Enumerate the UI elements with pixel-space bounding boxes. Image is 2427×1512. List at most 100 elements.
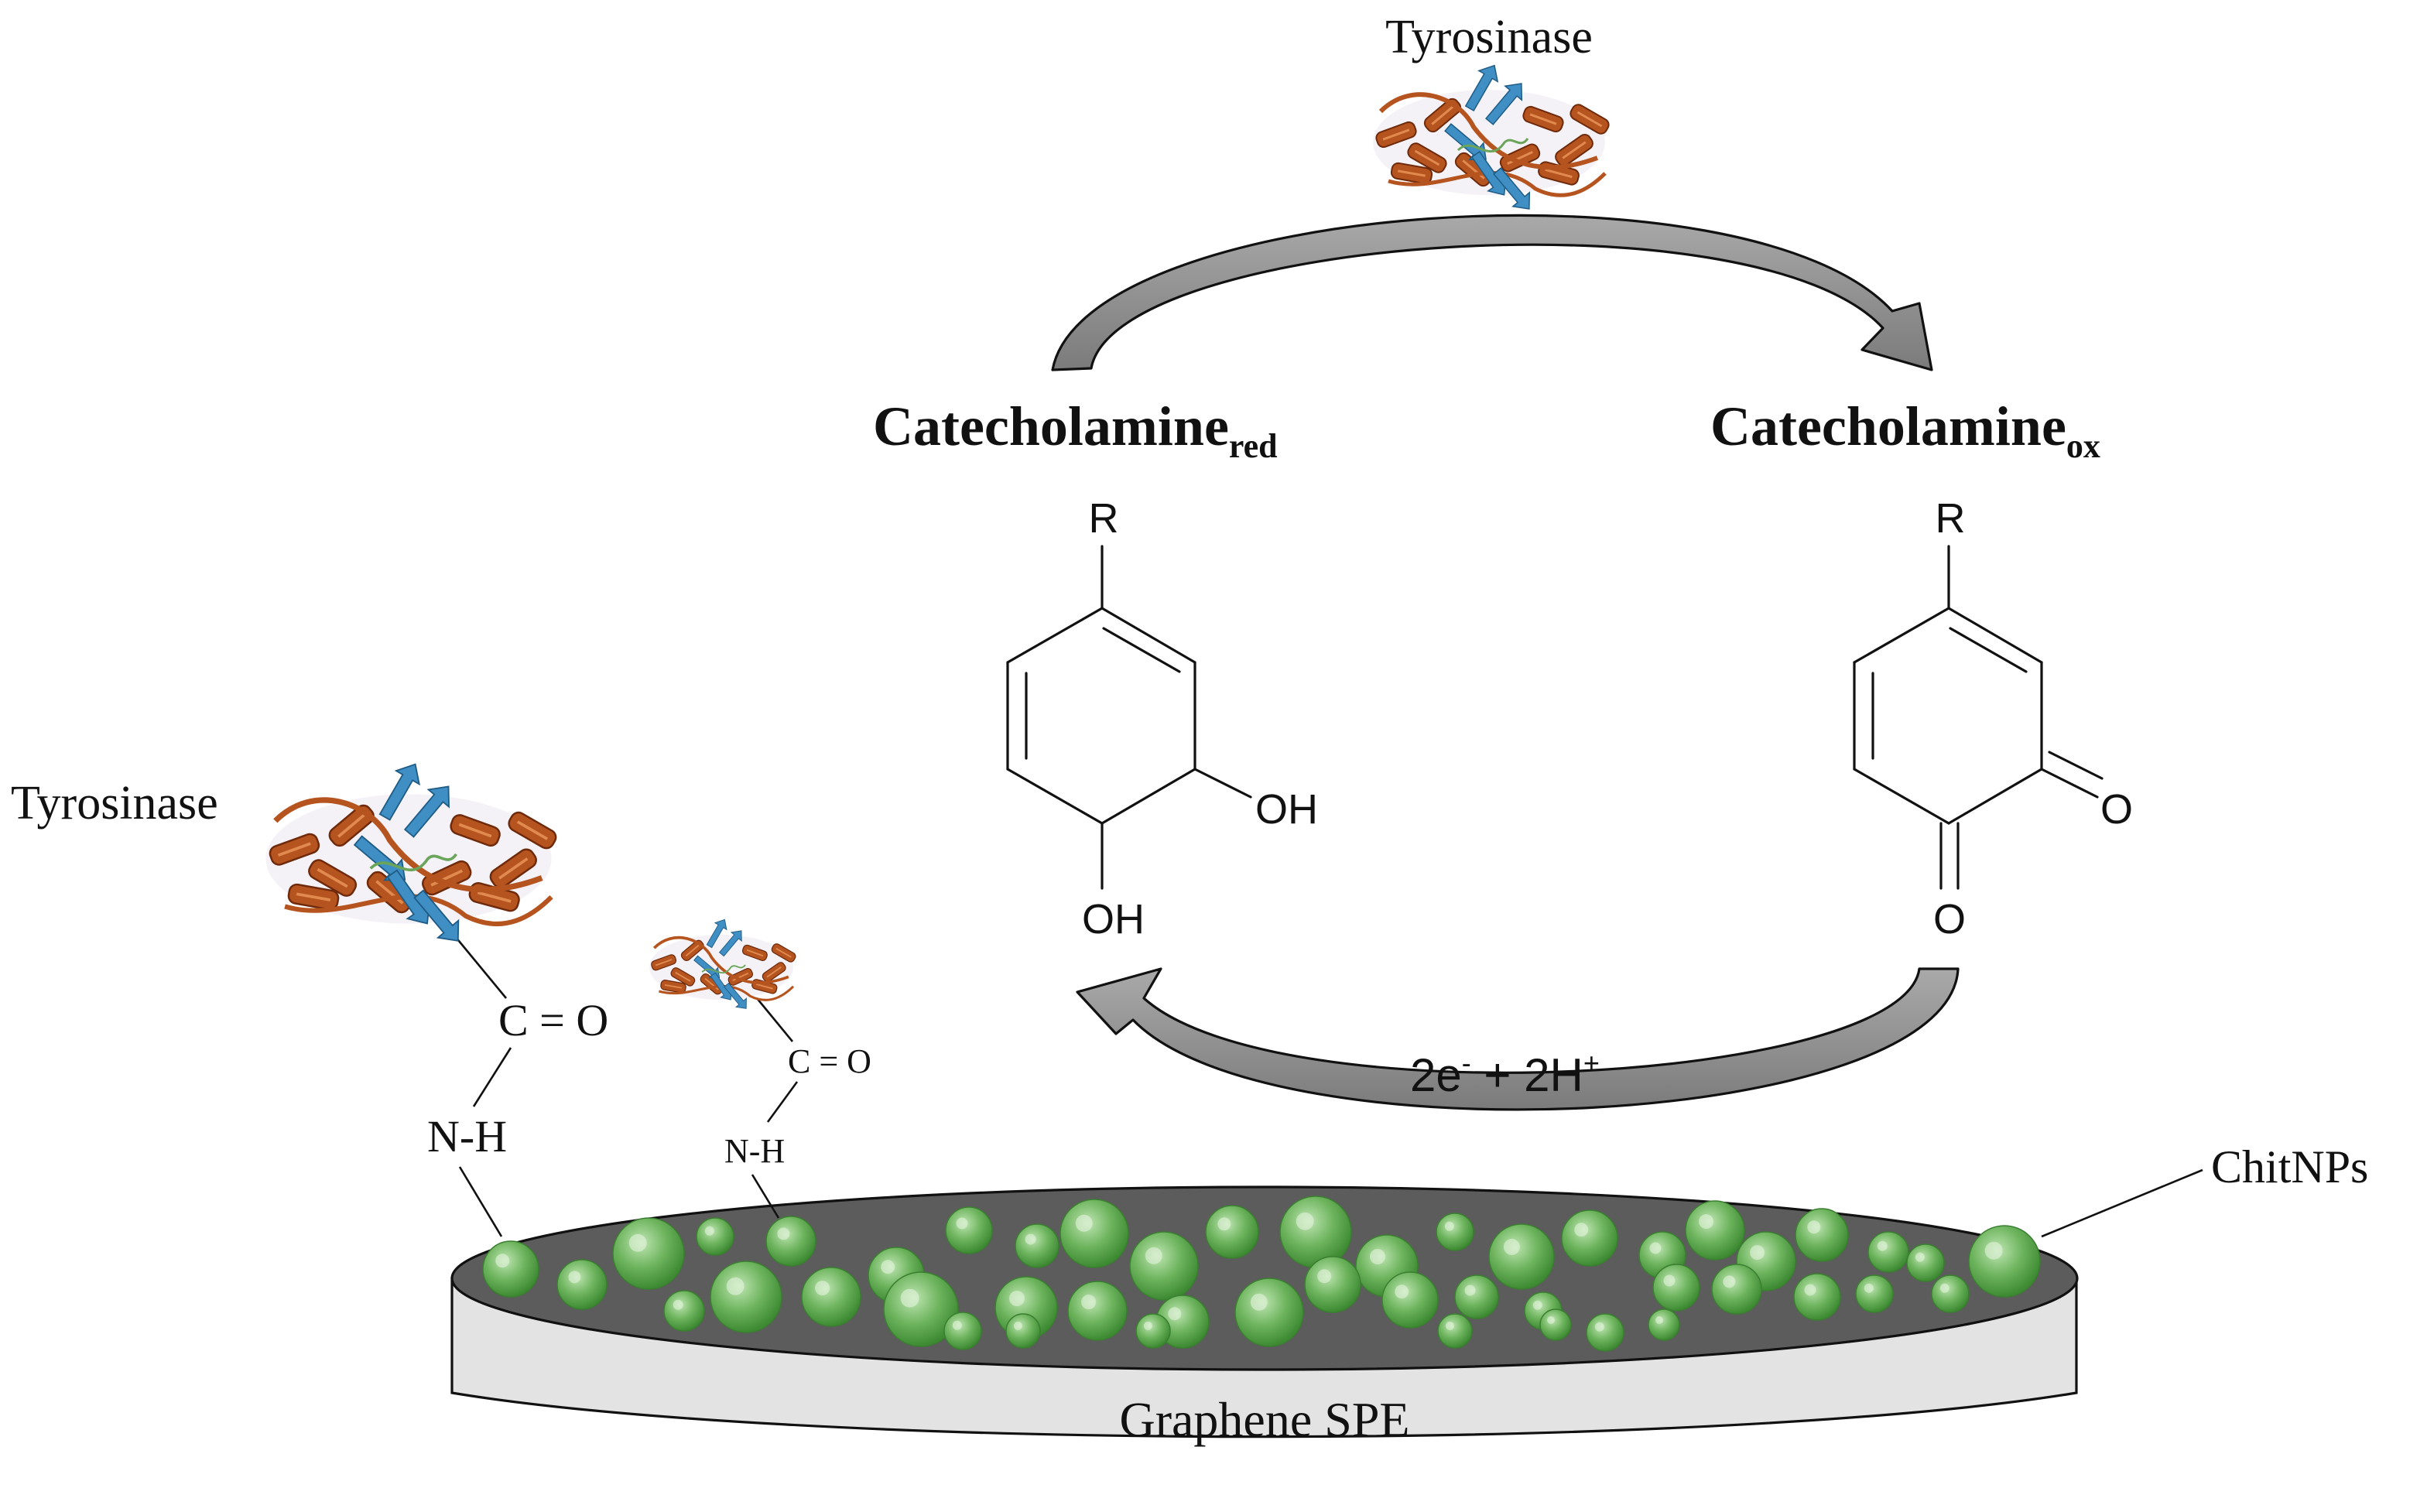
enzyme-helix-stripe bbox=[1562, 141, 1587, 159]
enzyme-helix-stripe bbox=[664, 983, 683, 989]
chitosan-nanoparticle bbox=[710, 1261, 782, 1333]
oxidized-oxygen-1: O bbox=[2100, 786, 2133, 833]
enzyme-helix-stripe bbox=[516, 820, 548, 840]
enzyme-helix-stripe bbox=[675, 972, 691, 982]
enzyme-beta-sheet bbox=[718, 930, 742, 957]
catecholamine-reduced-subscript: red bbox=[1229, 427, 1278, 465]
nanoparticle-highlight bbox=[956, 1217, 968, 1230]
enzyme-coil bbox=[369, 853, 458, 871]
chitosan-nanoparticle bbox=[696, 1217, 734, 1256]
enzyme-beta-sheet bbox=[706, 918, 727, 949]
nanoparticle-highlight bbox=[1532, 1300, 1542, 1310]
proton-count: + 2H bbox=[1471, 1049, 1583, 1101]
nanoparticle-highlight bbox=[1663, 1274, 1676, 1287]
enzyme-helix-stripe bbox=[1576, 111, 1603, 128]
tyrosinase-enzyme-immobilized-small bbox=[649, 918, 796, 1009]
chitosan-nanoparticle bbox=[556, 1259, 608, 1310]
chitosan-nanoparticle bbox=[1381, 1271, 1439, 1329]
chitosan-nanoparticle bbox=[1015, 1223, 1059, 1268]
linker-amide-label: N-H bbox=[724, 1132, 785, 1170]
ring-bond bbox=[1853, 768, 1950, 825]
ring-double-bond bbox=[1102, 627, 1181, 673]
nanoparticle-highlight bbox=[1574, 1223, 1589, 1237]
enzyme-beta-sheet bbox=[1493, 167, 1531, 210]
chitosan-nanoparticle bbox=[1488, 1223, 1555, 1290]
chitosan-nanoparticle bbox=[1867, 1231, 1909, 1273]
chitosan-nanoparticle bbox=[1437, 1313, 1473, 1349]
nanoparticle-highlight bbox=[1750, 1245, 1765, 1261]
enzyme-helix-stripe bbox=[317, 867, 348, 888]
oxidation-arrow bbox=[1051, 214, 1933, 371]
enzyme-beta-sheet bbox=[403, 785, 450, 838]
chitosan-nanoparticle bbox=[1234, 1278, 1304, 1347]
electron-charge: - bbox=[1462, 1047, 1471, 1079]
nanoparticle-highlight bbox=[1217, 1217, 1231, 1231]
substituent-bond bbox=[1193, 768, 1252, 799]
enzyme-helix-stripe bbox=[746, 949, 764, 957]
catecholamine-reduced-title: Catecholaminered bbox=[873, 395, 1278, 465]
enzyme-helix-stripe bbox=[755, 983, 773, 990]
nanoparticle-highlight bbox=[568, 1271, 581, 1284]
chitosan-nanoparticle bbox=[1304, 1256, 1361, 1313]
enzyme-coil bbox=[701, 964, 746, 974]
linker-bond-amide-surface bbox=[751, 1174, 780, 1219]
enzyme-helix-stripe bbox=[337, 813, 366, 838]
electron-proton-label: 2e- + 2H+ bbox=[1410, 1047, 1600, 1101]
nanoparticle-highlight bbox=[1699, 1214, 1714, 1230]
enzyme-helix-stripe bbox=[498, 857, 529, 880]
enzyme-beta-sheet bbox=[1485, 83, 1523, 125]
reduction-arrow bbox=[1076, 967, 1960, 1111]
ring-bond bbox=[1006, 768, 1104, 825]
linker-bond-carbonyl-amide bbox=[766, 1081, 799, 1123]
enzyme-helix-stripe bbox=[296, 892, 331, 901]
nanoparticle-highlight bbox=[1168, 1307, 1182, 1321]
oxidized-quinone-structure: R O O bbox=[1853, 495, 2133, 942]
enzyme-coil bbox=[1457, 138, 1529, 153]
enzyme-helix-stripe bbox=[655, 959, 673, 966]
ring-bond bbox=[1101, 607, 1196, 664]
catecholamine-reduced-main: Catecholamine bbox=[873, 395, 1229, 457]
chitosan-nanoparticle bbox=[1711, 1264, 1762, 1315]
enzyme-loop bbox=[284, 894, 553, 926]
nanoparticle-highlight bbox=[1145, 1247, 1162, 1264]
chitosan-nanoparticle bbox=[1685, 1200, 1745, 1261]
nanoparticle-highlight bbox=[1250, 1293, 1268, 1311]
ring-bond bbox=[1101, 768, 1196, 825]
enzyme-helix-stripe bbox=[1382, 128, 1410, 141]
enzyme-loop bbox=[1378, 92, 1599, 170]
tyrosinase-label-left: Tyrosinase bbox=[11, 777, 218, 830]
enzyme-loop bbox=[273, 797, 543, 893]
enzyme-helix-stripe bbox=[766, 966, 782, 978]
linker-amide-label: N-H bbox=[427, 1111, 507, 1161]
enzyme-loop bbox=[658, 984, 795, 1001]
tyrosinase-label-top: Tyrosinase bbox=[1385, 11, 1593, 63]
enzyme-helix-stripe bbox=[277, 842, 311, 857]
chitosan-nanoparticle bbox=[943, 1312, 982, 1350]
nanoparticle-highlight bbox=[628, 1233, 647, 1252]
chitosan-nanoparticle bbox=[482, 1240, 539, 1298]
carbonyl-bond bbox=[2040, 768, 2099, 799]
nanoparticle-highlight bbox=[1503, 1238, 1520, 1255]
chitosan-nanoparticle bbox=[1906, 1243, 1945, 1282]
electron-count: 2e bbox=[1410, 1049, 1462, 1101]
nanoparticle-highlight bbox=[1649, 1242, 1662, 1254]
nanoparticle-highlight bbox=[1317, 1269, 1332, 1284]
small-enzyme-linker: C = O N-H bbox=[724, 997, 871, 1219]
chitosan-nanoparticle bbox=[1436, 1213, 1474, 1251]
nanoparticle-highlight bbox=[704, 1226, 714, 1236]
chitosan-nanoparticle bbox=[1279, 1196, 1352, 1268]
nanoparticle-highlight bbox=[1864, 1283, 1874, 1293]
nanoparticle-highlight bbox=[1464, 1285, 1476, 1296]
enzyme-beta-sheet bbox=[378, 763, 420, 821]
nanoparticle-highlight bbox=[815, 1281, 830, 1296]
chitnps-label: ChitNPs bbox=[2211, 1141, 2368, 1192]
enzyme-helix-stripe bbox=[1529, 113, 1557, 125]
ring-bond bbox=[1947, 607, 2043, 664]
nanoparticle-highlight bbox=[1445, 1321, 1454, 1330]
nanoparticle-highlight bbox=[777, 1227, 790, 1240]
ring-bond bbox=[1006, 607, 1104, 664]
nanoparticle-highlight bbox=[726, 1277, 745, 1295]
nanoparticle-highlight bbox=[1075, 1214, 1093, 1232]
linker-bond-enzyme-carbonyl bbox=[755, 997, 794, 1042]
